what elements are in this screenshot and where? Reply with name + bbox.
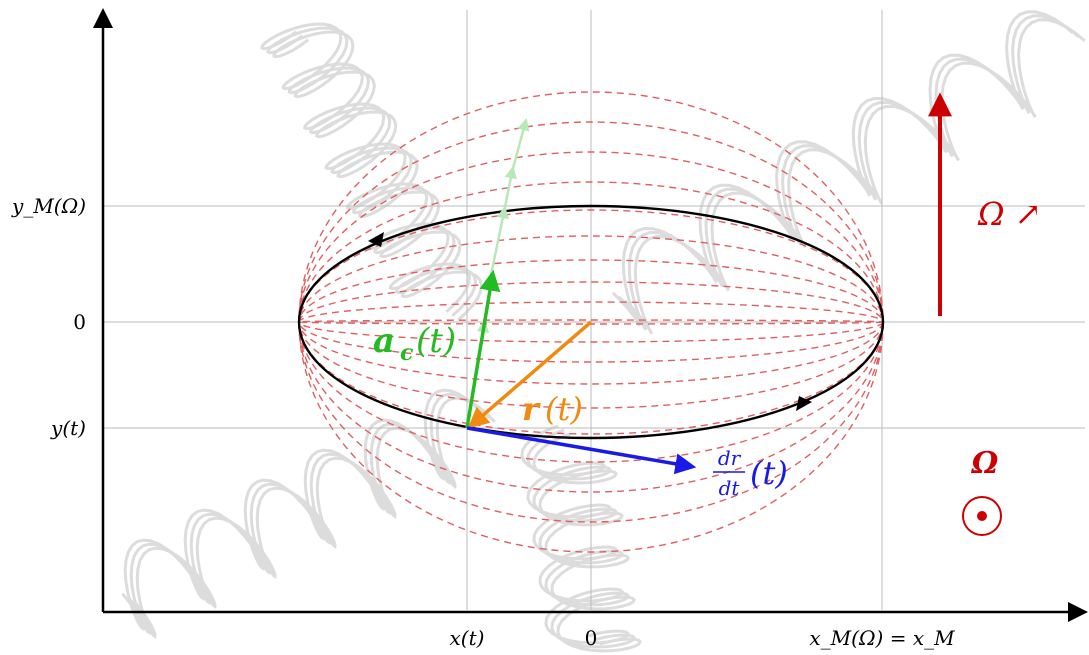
velocity-numerator: dr [718, 446, 742, 470]
spring-top-right [617, 14, 1080, 331]
position-label: r (t) [522, 390, 583, 428]
spring-bottom-left [133, 396, 496, 639]
orbit-ellipse [297, 204, 885, 440]
rotation-out-of-page-symbol [962, 496, 1002, 536]
y-tick-yt: y(t) [50, 416, 86, 440]
grid-lines [103, 10, 1085, 610]
acceleration-symbol: a [373, 321, 395, 361]
spring-bottom-left [127, 392, 490, 635]
spring-top-right [623, 18, 1086, 335]
spring-decorations [121, 10, 1086, 653]
spring-bottom [532, 432, 642, 653]
y-tick-0: 0 [73, 310, 86, 334]
position-symbol: r [522, 390, 541, 428]
velocity-denominator: dt [719, 476, 741, 500]
rotation-vector-label: Ω [971, 446, 999, 481]
acceleration-subscript: c [400, 340, 414, 366]
acceleration-arg: (t) [416, 321, 456, 361]
orbit-direction-arrow-bottom [796, 396, 812, 411]
position-arg: (t) [545, 390, 583, 428]
acceleration-label: a c (t) [373, 321, 456, 366]
x-tick-xt: x(t) [450, 626, 485, 650]
velocity-vector [466, 426, 697, 475]
x-tick-xm: x_M(Ω) = x_M [809, 626, 955, 650]
spring-top-left [260, 22, 472, 313]
spring-bottom [526, 428, 636, 649]
spring-top-left [272, 30, 484, 321]
rotation-increasing-label: Ω ↗ [977, 195, 1042, 233]
velocity-label: dr dt (t) [713, 446, 788, 500]
velocity-arg: (t) [750, 454, 788, 492]
position-vector [467, 320, 593, 429]
spring-bottom-left [121, 388, 484, 631]
y-tick-ym: y_M(Ω) [11, 194, 86, 218]
acceleration-vector [465, 269, 501, 429]
x-tick-0: 0 [585, 626, 598, 650]
spring-top-left [266, 26, 478, 317]
orbit-direction-arrow-top [368, 232, 384, 247]
